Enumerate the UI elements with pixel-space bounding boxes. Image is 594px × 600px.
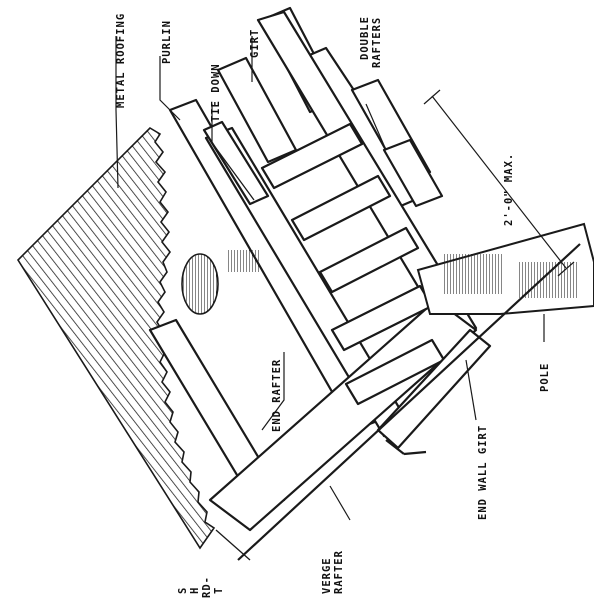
- label-verge-rafter-1: VERGE: [321, 557, 333, 594]
- label-end-wall-girt: END WALL GIRT: [477, 425, 489, 520]
- label-double-rafters-1: DOUBLE: [359, 16, 371, 60]
- label-verge-rafter-2: RAFTER: [333, 550, 345, 594]
- dimension-line: [423, 89, 575, 277]
- label-pole: POLE: [539, 363, 551, 392]
- label-purlin: PURLIN: [161, 20, 173, 64]
- label-cut-4: T: [213, 587, 225, 594]
- label-metal-roofing: METAL ROOFING: [115, 13, 127, 108]
- label-cut-3: RD-: [201, 576, 213, 598]
- label-cut-1: S: [177, 587, 189, 594]
- edge-lines: [215, 243, 581, 561]
- labels: METAL ROOFING PURLIN TIE DOWN GIRT DOUBL…: [115, 13, 551, 598]
- label-dimension: 2'-0" MAX.: [503, 153, 515, 226]
- rafter-frame: [148, 10, 478, 532]
- leader-lines: [115, 36, 545, 521]
- label-end-rafter: END RAFTER: [271, 359, 283, 432]
- tie-down-strap: [202, 120, 270, 206]
- end-wall-girt: [376, 328, 492, 456]
- label-tie-down: TIE DOWN: [210, 63, 222, 122]
- label-girt: GIRT: [249, 29, 261, 58]
- label-cut-2: H: [189, 587, 201, 594]
- label-double-rafters-2: RAFTERS: [371, 17, 383, 68]
